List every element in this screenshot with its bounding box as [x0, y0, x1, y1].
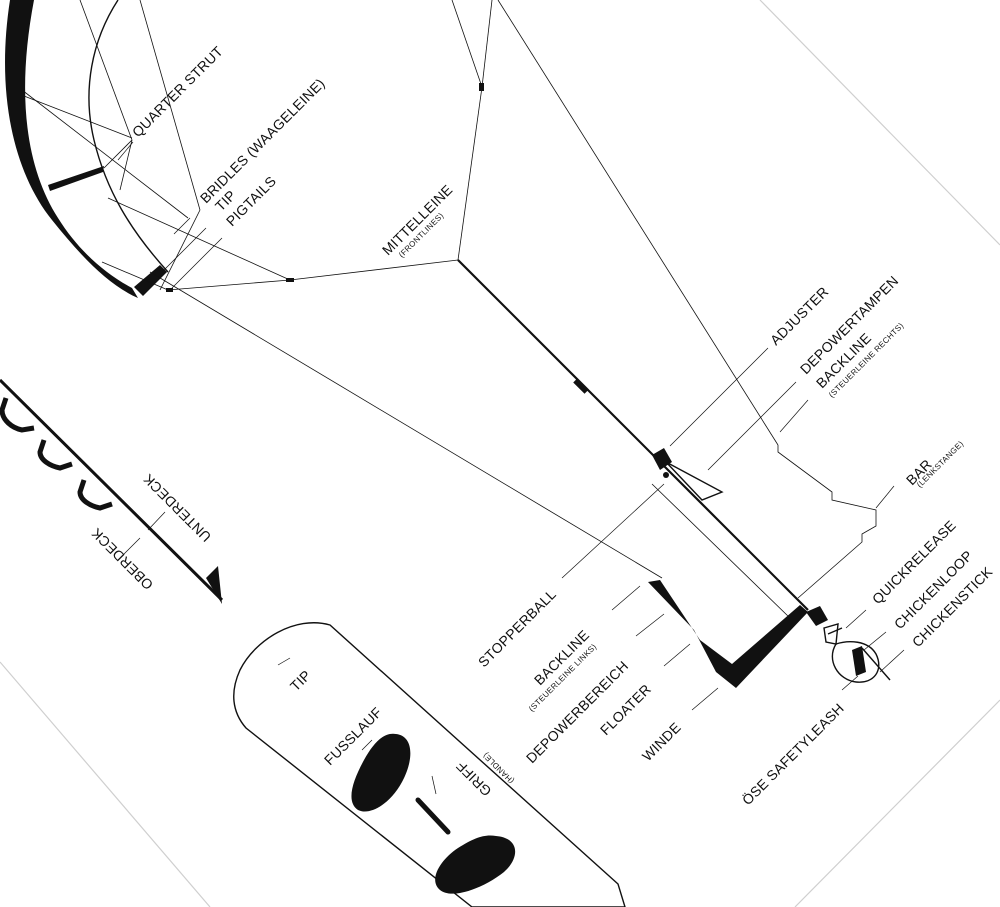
label-oberdeck: OBERDECK	[88, 525, 156, 593]
label-unterdeck: UNTERDECK	[140, 471, 215, 546]
kite-bridle-lines	[21, 0, 779, 579]
labels: QUARTER STRUT BRIDLES (WAAGELEINE) TIP P…	[88, 43, 996, 808]
board-handle	[415, 797, 451, 835]
control-bar-drawing	[457, 259, 891, 688]
label-adjuster: ADJUSTER	[767, 283, 832, 348]
label-winde: WINDE	[639, 719, 684, 764]
label-mittelleine: MITTELLEINE	[379, 181, 456, 258]
label-oese-safetyleash: ÖSE SAFETYLEASH	[738, 699, 847, 808]
leader-lines	[117, 141, 905, 711]
bar-body	[648, 580, 808, 688]
kite-strut	[48, 166, 104, 191]
board-cross-section	[0, 378, 224, 604]
board-outline	[233, 622, 626, 907]
kiteboard-drawing	[233, 622, 626, 907]
label-stopperball: STOPPERBALL	[475, 586, 559, 670]
label-quickrelease: QUICKRELEASE	[869, 517, 959, 607]
kite-wingtip	[134, 265, 167, 296]
label-tip-board: TIP	[287, 667, 314, 694]
kite-drawing	[5, 0, 779, 579]
label-quarter-strut: QUARTER STRUT	[129, 43, 226, 140]
kite-trailing-edge	[88, 0, 169, 273]
quickrelease-block	[806, 606, 828, 626]
footpad-back	[435, 835, 516, 894]
footpad-front	[351, 733, 411, 812]
adjuster-block	[652, 448, 672, 470]
kite-leading-edge	[5, 0, 138, 298]
